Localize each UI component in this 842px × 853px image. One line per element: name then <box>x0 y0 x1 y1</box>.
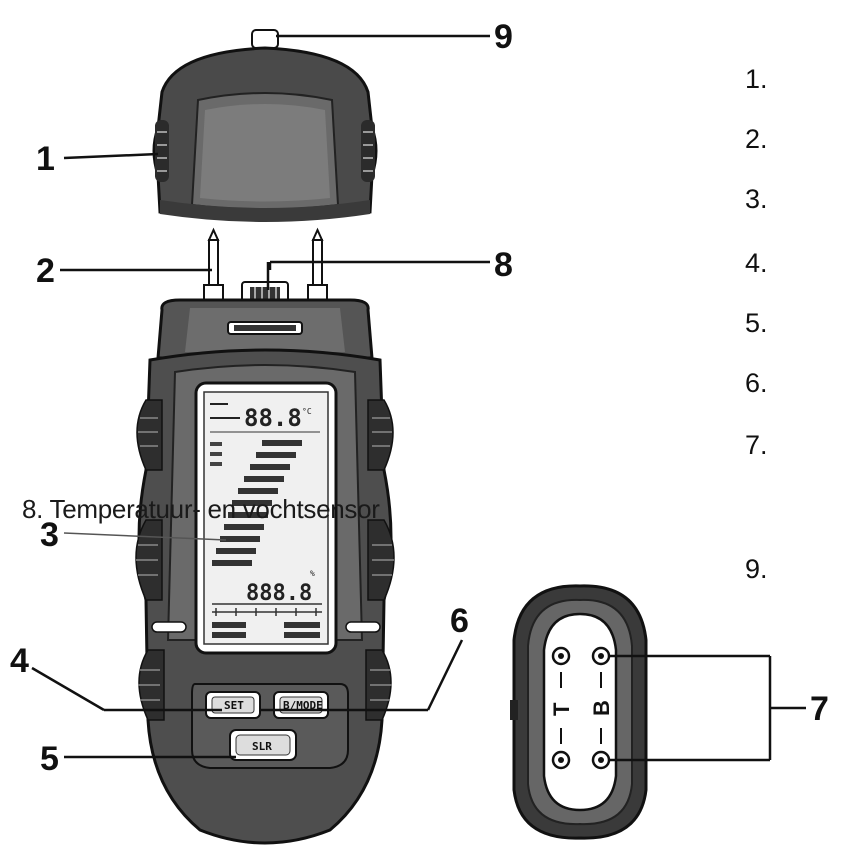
mode-button[interactable]: B/MODE <box>273 691 329 719</box>
slr-button[interactable]: SLR <box>229 729 297 761</box>
lcd-bottom-readout: 888.8 <box>246 581 312 606</box>
legend-item: 9. <box>745 554 768 584</box>
callout-4: 4 <box>10 642 29 680</box>
slr-button-label: SLR <box>252 740 272 753</box>
legend-item: 4. <box>745 248 768 278</box>
callout-2: 2 <box>36 252 55 290</box>
legend-item: 1. <box>745 64 768 94</box>
callout-9: 9 <box>494 18 513 56</box>
sensor-description-label: 8. Temperatuur- en vochtsensor <box>22 494 380 524</box>
callout-8: 8 <box>494 246 513 284</box>
callout-3: 3 <box>40 516 59 554</box>
lcd-bargraph <box>212 440 302 566</box>
callout-5: 5 <box>40 740 59 778</box>
set-button[interactable]: SET <box>205 691 261 719</box>
lcd-degrees-unit: °C <box>302 407 312 416</box>
lcd-top-readout: 88.8 <box>244 404 302 432</box>
lcd-percent-unit: % <box>310 569 315 578</box>
legend-item: 5. <box>745 308 768 338</box>
leader-lines <box>31 34 806 762</box>
legend-item: 6. <box>745 368 768 398</box>
protective-cap <box>152 29 378 222</box>
callout-6: 6 <box>450 602 469 640</box>
bottom-view: T B <box>510 584 648 840</box>
legend-item: 2. <box>745 124 768 154</box>
legend-item: 7. <box>745 430 768 460</box>
legend-list: 1. 2. 3. 4. 5. 6. 7. 9. <box>745 64 768 584</box>
lcd-display: 88.8 °C % 888.8 <box>194 381 338 655</box>
callout-numbers: 9 1 2 8 3 6 4 5 7 <box>10 18 829 778</box>
set-button-label: SET <box>224 699 244 712</box>
button-panel: SET B/MODE SLR <box>191 683 349 769</box>
legend-item: 3. <box>745 184 768 214</box>
sensor-letter-t: T <box>549 702 574 716</box>
callout-1: 1 <box>36 140 55 178</box>
callout-7: 7 <box>810 690 829 728</box>
sensor-letter-b: B <box>589 700 614 716</box>
